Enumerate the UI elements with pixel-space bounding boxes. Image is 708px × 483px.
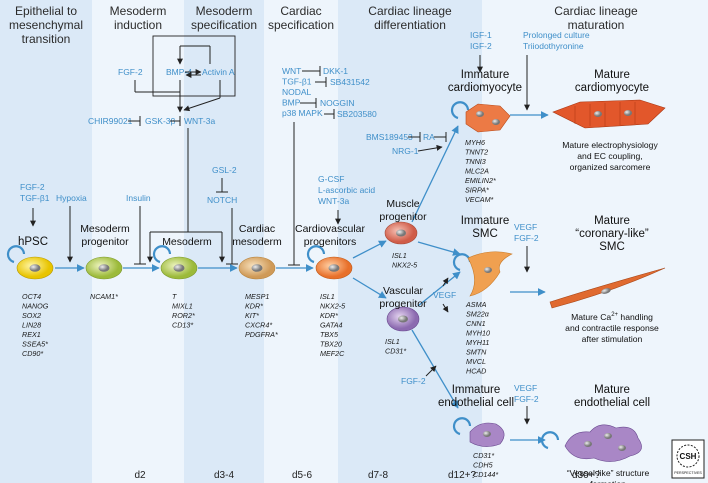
- note-smc-calcium: Mature Ca2+ handling: [571, 312, 653, 322]
- factor-fgf2-vascular: FGF-2: [401, 376, 426, 386]
- svg-text:CSH: CSH: [680, 452, 697, 461]
- factor-sb203580: SB203580: [337, 109, 377, 119]
- factor-noggin: NOGGIN: [320, 98, 354, 108]
- factor-activin-a: Activin A: [202, 67, 235, 77]
- mature-cardiomyocyte-cell: [552, 99, 666, 129]
- immature-endothelial-cell: [452, 417, 505, 447]
- factor-vegf: VEGF: [433, 290, 456, 300]
- factor-bmp4: BMP-4: [166, 67, 192, 77]
- factor-nrg1: NRG-1: [392, 146, 419, 156]
- factor-dkk1: DKK-1: [323, 66, 348, 76]
- vascular-progenitor-cell: [386, 306, 420, 332]
- day-d2: d2: [134, 470, 146, 481]
- factor-sb431542: SB431542: [330, 77, 370, 87]
- label-mature-smc: Mature“coronary-like”SMC: [575, 215, 649, 253]
- csh-perspectives-logo: CSH PERSPECTIVES: [671, 439, 705, 479]
- factor-wnt3a: WNT-3a: [184, 116, 215, 126]
- day-d7-8: d7-8: [368, 470, 388, 481]
- panel-cardiac-maturation: [482, 0, 708, 483]
- cardiovascular-progenitor-cell: [306, 245, 353, 280]
- panel-mesoderm-specification: [184, 0, 264, 483]
- day-d5-6: d5-6: [292, 470, 312, 481]
- factor-chir99021: CHIR99021: [88, 116, 133, 126]
- mature-endothelial-cell: [540, 424, 642, 462]
- panel-mesoderm-induction: [92, 0, 184, 483]
- day-d30: d30+?: [572, 470, 601, 481]
- day-d12: d12+?: [448, 470, 477, 481]
- factor-ra: RA: [423, 132, 435, 142]
- mesoderm-progenitor-cell: [85, 256, 123, 280]
- muscle-progenitor-cell: [384, 221, 418, 245]
- factor-hypoxia: Hypoxia: [56, 193, 87, 203]
- factor-notch: NOTCH: [207, 195, 237, 205]
- markers-mesoderm-progenitor: NCAM1*: [90, 292, 118, 301]
- immature-cardiomyocyte-cell: [450, 101, 511, 133]
- signalling-box: [152, 35, 236, 97]
- mesoderm-cell: [152, 245, 198, 280]
- cardiac-mesoderm-cell: [238, 256, 276, 280]
- factor-bms189453: BMS189453: [366, 132, 413, 142]
- day-d3-4: d3-4: [214, 470, 234, 481]
- factor-fgf2: FGF-2: [118, 67, 143, 77]
- label-hpsc: hPSC: [18, 236, 48, 248]
- label-mesoderm: Mesoderm: [162, 236, 212, 248]
- svg-text:PERSPECTIVES: PERSPECTIVES: [674, 471, 702, 475]
- hpsc-cell: [6, 245, 54, 280]
- factor-insulin: Insulin: [126, 193, 151, 203]
- immature-smc-cell: [452, 251, 513, 297]
- panel-emt: [0, 0, 92, 483]
- mature-smc-cell: [549, 267, 666, 309]
- factor-gsk3b: GSK-3β: [145, 116, 176, 126]
- factor-gsl2: GSL-2: [212, 165, 237, 175]
- note-endothelial: “Vessel-like” structureformation: [567, 468, 650, 483]
